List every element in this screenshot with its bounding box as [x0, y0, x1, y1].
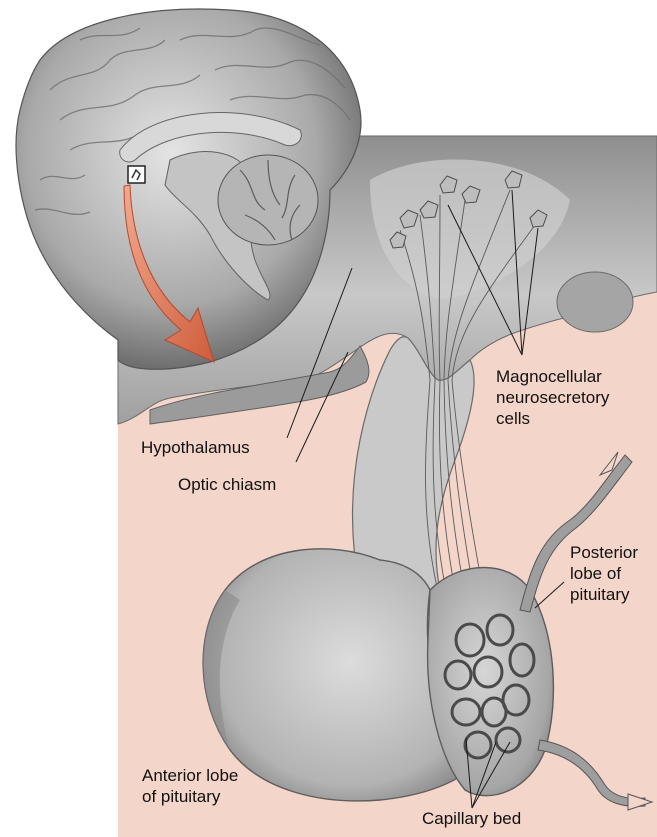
cerebellum: [218, 155, 318, 245]
label-hypothalamus: Hypothalamus: [141, 437, 250, 458]
label-posterior-lobe: Posterior lobe of pituitary: [570, 542, 638, 605]
label-line: of pituitary: [142, 786, 238, 807]
label-line: pituitary: [570, 584, 638, 605]
label-line: Magnocellular: [496, 366, 609, 387]
label-anterior-lobe: Anterior lobe of pituitary: [142, 765, 238, 807]
label-line: lobe of: [570, 563, 638, 584]
locator-box: [128, 166, 145, 183]
label-capillary-bed: Capillary bed: [422, 808, 521, 829]
label-line: cells: [496, 408, 609, 429]
label-line: neurosecretory: [496, 387, 609, 408]
label-magnocellular-cells: Magnocellular neurosecretory cells: [496, 366, 609, 429]
label-optic-chiasm: Optic chiasm: [178, 474, 276, 495]
mammillary-body: [557, 272, 633, 332]
label-line: Posterior: [570, 542, 638, 563]
label-line: Anterior lobe: [142, 765, 238, 786]
